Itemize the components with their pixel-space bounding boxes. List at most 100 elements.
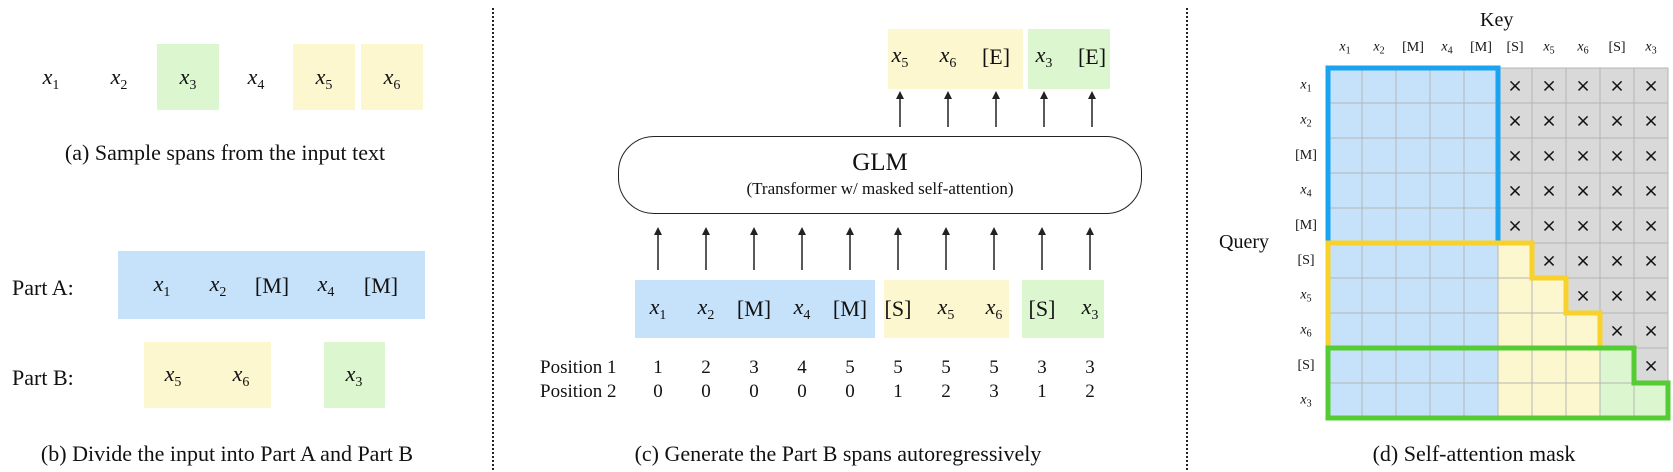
position2-value: 3 [989,381,999,402]
position1-value: 3 [749,357,759,378]
position2-value: 2 [1085,381,1095,402]
part-a-label: Part A: [12,275,74,300]
input-span-green-box [1022,280,1104,338]
position2-value: 0 [845,381,855,402]
position1-value: 5 [989,357,999,378]
position1-value: 1 [653,357,663,378]
position1-value: 5 [845,357,855,378]
divider-c-d [1186,8,1188,470]
part-a-box [118,251,425,319]
part-a-token-m: [M] [363,273,399,298]
part-a-token-x4: x4 [317,271,335,300]
position2-value: 0 [797,381,807,402]
output-arrow-3-head [992,91,1000,99]
part-a-token-x2: x2 [209,271,227,300]
position2-value: 1 [1037,381,1047,402]
key-label-s: [S] [1506,40,1524,55]
query-label-m: [M] [1295,147,1317,163]
glm-subtitle: (Transformer w/ masked self-attention) [746,179,1014,198]
part-a-token-m: [M] [254,273,290,298]
caption-b: (b) Divide the input into Part A and Par… [40,441,414,466]
output-token-x3: x3 [1035,42,1053,71]
output-green-box [1028,29,1110,89]
part-b-label: Part B: [12,365,74,390]
position1-value: 2 [701,357,711,378]
input-part-a-box [635,280,875,338]
position2-label: Position 2 [540,381,617,402]
input-arrow-1-head [654,227,662,235]
input-arrow-5-head [846,227,854,235]
input-token-m: [M] [832,296,868,321]
output-arrow-5-head [1088,91,1096,99]
output-token-e: [E] [981,44,1011,69]
output-arrow-2-head [944,91,952,99]
span-highlight-yellow [293,44,355,110]
part-b-token-x6: x6 [232,361,250,390]
key-label-s: [S] [1608,40,1626,55]
key-label-x3: x3 [1645,39,1657,57]
token-x4: x4 [247,64,265,93]
input-token-s: [S] [1028,296,1056,321]
position2-value: 0 [701,381,711,402]
query-label-x1: x1 [1300,77,1312,94]
output-yellow-box [888,29,1023,89]
key-label-x4: x4 [1441,39,1453,57]
input-token-x5: x5 [937,294,955,323]
key-label-x5: x5 [1543,39,1555,57]
glm-title: GLM [852,149,908,176]
part-a-token-x1: x1 [153,271,171,300]
position2-value: 0 [653,381,663,402]
position1-value: 5 [941,357,951,378]
output-token-x5: x5 [891,42,909,71]
query-label-x6: x6 [1300,322,1312,339]
span-highlight-yellow [361,44,423,110]
position2-value: 0 [749,381,759,402]
span-highlight-green [157,44,219,110]
part-b-token-x5: x5 [164,361,182,390]
caption-a: (a) Sample spans from the input text [64,140,386,165]
key-label-m: [M] [1402,40,1424,55]
input-span-yellow-box [884,280,1009,338]
key-label: Key [1480,9,1514,31]
glm-model-box: GLM (Transformer w/ masked self-attentio… [618,136,1142,214]
caption-c: (c) Generate the Part B spans autoregres… [634,441,1042,466]
input-arrow-3-head [750,227,758,235]
input-arrow-2-head [702,227,710,235]
query-label-x3: x3 [1300,392,1312,409]
token-x3: x3 [179,64,197,93]
query-label-s: [S] [1297,252,1315,268]
query-label-x5: x5 [1300,287,1312,304]
input-arrow-10-head [1086,227,1094,235]
caption-d: (d) Self-attention mask [1372,441,1576,466]
part-b-token-x3: x3 [345,361,363,390]
input-token-x1: x1 [649,294,667,323]
token-x2: x2 [110,64,128,93]
output-arrow-4-head [1040,91,1048,99]
position1-label: Position 1 [540,357,617,378]
input-token-x6: x6 [985,294,1003,323]
input-token-s: [S] [884,296,912,321]
token-x5: x5 [315,64,333,93]
input-token-m: [M] [736,296,772,321]
key-label-x1: x1 [1339,39,1351,57]
token-x1: x1 [42,64,60,93]
position1-value: 5 [893,357,903,378]
query-label: Query [1219,231,1269,253]
query-label-x2: x2 [1300,112,1312,129]
key-label-x2: x2 [1373,39,1385,57]
position2-value: 2 [941,381,951,402]
position1-value: 4 [797,357,807,378]
input-arrow-6-head [894,227,902,235]
query-label-m: [M] [1295,217,1317,233]
input-arrow-9-head [1038,227,1046,235]
input-token-x2: x2 [697,294,715,323]
key-label-m: [M] [1470,40,1492,55]
query-label-x4: x4 [1300,182,1312,199]
output-arrow-1-head [896,91,904,99]
part-b-span-green [324,342,385,408]
input-arrow-8-head [990,227,998,235]
query-label-s: [S] [1297,357,1315,373]
input-token-x4: x4 [793,294,811,323]
output-token-x6: x6 [939,42,957,71]
